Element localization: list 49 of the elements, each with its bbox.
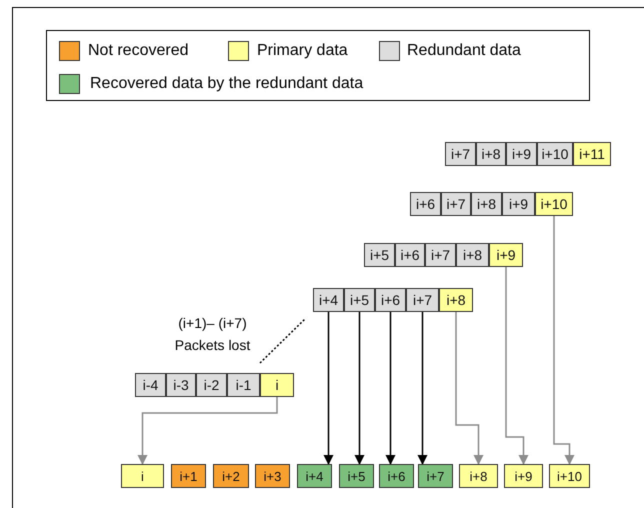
packet-cell: i+5 — [339, 464, 374, 488]
arrow — [354, 312, 364, 465]
arrow — [138, 397, 278, 465]
arrow — [455, 312, 484, 465]
packet-cell: i-2 — [196, 373, 227, 397]
packet-cell: i+9 — [489, 243, 523, 267]
packet-cell: i+11 — [573, 142, 611, 166]
legend-text: Redundant data — [407, 41, 521, 61]
packet-cell: i+9 — [504, 464, 543, 488]
arrow — [324, 312, 334, 465]
packet-cell: i — [121, 464, 164, 488]
packet-loss-note: (i+1)– (i+7) Packets lost — [174, 314, 252, 355]
packet-cell: i+8 — [476, 142, 506, 166]
packet-cell: i+7 — [406, 288, 439, 312]
packet-cell: i+1 — [171, 464, 206, 488]
legend-text: Recovered data by the redundant data — [90, 74, 364, 94]
packet-cell: i+6 — [375, 288, 406, 312]
packet-cell: i+10 — [537, 142, 573, 166]
arrow — [386, 312, 396, 465]
packet-cell: i+8 — [456, 243, 489, 267]
legend-text: Not recovered — [88, 41, 188, 61]
packet-cell: i+7 — [441, 192, 471, 216]
arrow — [418, 312, 428, 465]
packet-cell: i+4 — [313, 288, 344, 312]
packet-cell: i+2 — [213, 464, 249, 488]
packet-cell: i+6 — [410, 192, 441, 216]
packet-cell: i+9 — [502, 192, 535, 216]
packet-cell: i-4 — [135, 373, 166, 397]
arrow — [505, 267, 528, 465]
packet-cell: i+5 — [344, 288, 375, 312]
packet-cell: i+4 — [297, 464, 332, 488]
packet-cell: i+10 — [549, 464, 590, 488]
packet-cell: i+5 — [364, 243, 395, 267]
packet-cell: i-3 — [166, 373, 196, 397]
packet-cell: i+6 — [379, 464, 414, 488]
packet-cell: i+6 — [395, 243, 425, 267]
packet-cell: i+7 — [425, 243, 456, 267]
packet-cell: i+8 — [459, 464, 498, 488]
packet-cell: i+7 — [445, 142, 476, 166]
packet-cell: i-1 — [227, 373, 260, 397]
packet-cell: i+8 — [439, 288, 473, 312]
packet-cell: i — [260, 373, 294, 397]
packet-cell: i+7 — [418, 464, 453, 488]
packet-cell: i+3 — [255, 464, 290, 488]
packet-cell: i+10 — [535, 192, 573, 216]
legend-text: Primary data — [257, 41, 348, 61]
arrow — [553, 216, 574, 465]
packet-cell: i+8 — [471, 192, 502, 216]
packet-cell: i+9 — [506, 142, 537, 166]
